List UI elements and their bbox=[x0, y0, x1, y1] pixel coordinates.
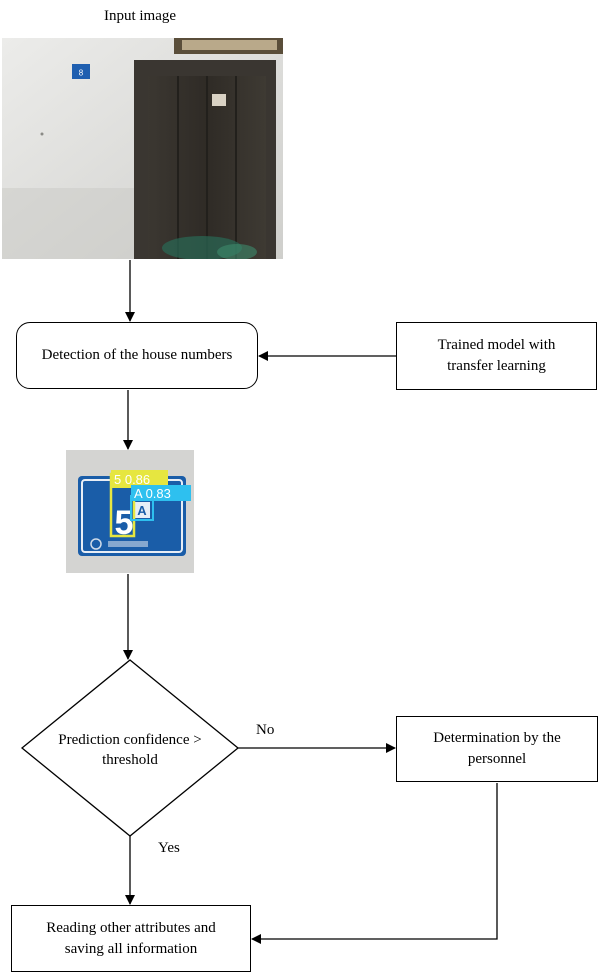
personnel-box: Determination by the personnel bbox=[396, 716, 598, 782]
detection-box: Detection of the house numbers bbox=[16, 322, 258, 389]
detection-result-drawing: 5 A 5 0.86 A 0.83 bbox=[66, 450, 194, 573]
detection-label-digit: 5 0.86 bbox=[114, 472, 150, 487]
input-photo: 8 bbox=[2, 38, 283, 259]
edge-label-no: No bbox=[256, 722, 274, 738]
edge-label-yes: Yes bbox=[158, 840, 180, 856]
decision-diamond bbox=[20, 659, 240, 837]
decision-line-2: threshold bbox=[102, 752, 158, 768]
input-photo-drawing: 8 bbox=[2, 38, 283, 259]
detection-label-letter: A 0.83 bbox=[134, 486, 171, 501]
reading-line-1: Reading other attributes and bbox=[46, 919, 216, 936]
svg-text:5: 5 bbox=[115, 504, 134, 542]
reading-box: Reading other attributes and saving all … bbox=[11, 905, 251, 972]
input-image-caption: Input image bbox=[103, 8, 177, 24]
arrow-personnel-to-reading bbox=[251, 783, 498, 944]
trained-model-line-1: Trained model with bbox=[437, 337, 556, 353]
personnel-line-1: Determination by the bbox=[433, 730, 561, 746]
svg-text:8: 8 bbox=[79, 69, 84, 78]
trained-model-line-2: transfer learning bbox=[447, 358, 546, 374]
detection-result-image: 5 A 5 0.86 A 0.83 bbox=[66, 450, 194, 573]
personnel-line-2: personnel bbox=[467, 751, 527, 767]
detection-label: Detection of the house numbers bbox=[41, 347, 233, 363]
svg-text:A: A bbox=[137, 503, 147, 518]
reading-line-2: saving all information bbox=[64, 940, 198, 957]
house-number-plate-icon bbox=[72, 64, 90, 79]
decision-line-1: Prediction confidence > bbox=[58, 732, 201, 748]
trained-model-box: Trained model with transfer learning bbox=[396, 322, 597, 390]
